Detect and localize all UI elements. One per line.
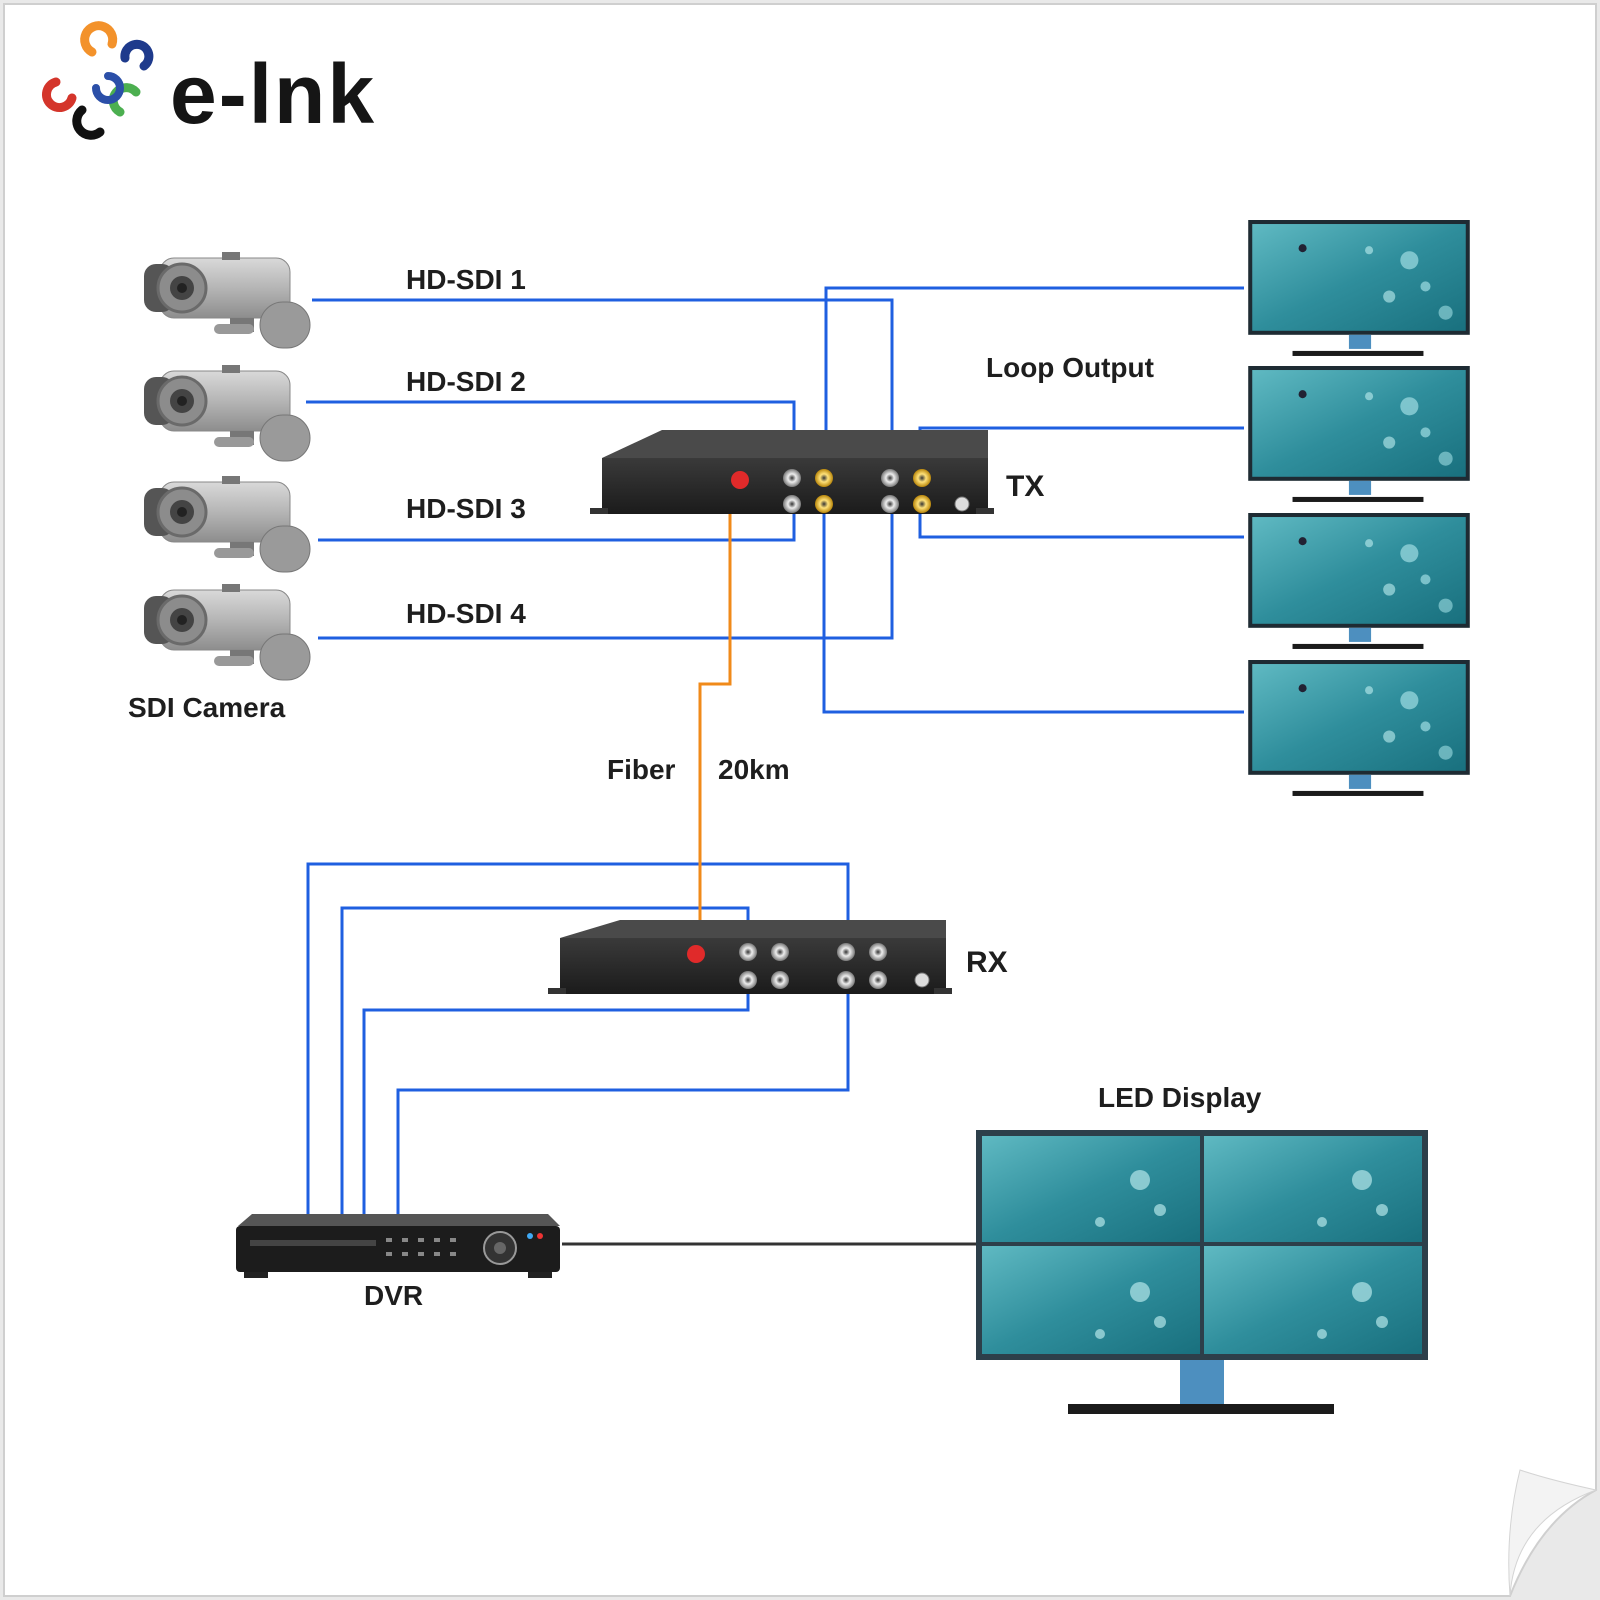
hd-sdi-2-label: HD-SDI 2 xyxy=(406,366,526,397)
fiber-label: Fiber xyxy=(607,754,676,785)
dvr-label: DVR xyxy=(364,1280,424,1311)
sdi-cables xyxy=(306,286,1244,1214)
tx-device xyxy=(590,430,994,514)
fiber-cable xyxy=(698,488,732,940)
led-display-label: LED Display xyxy=(1098,1082,1262,1113)
rx-label: RX xyxy=(966,946,1008,979)
loop-output-label: Loop Output xyxy=(986,352,1154,383)
sdi-camera-label: SDI Camera xyxy=(128,692,286,723)
led-display xyxy=(976,1130,1428,1414)
hd-sdi-3-label: HD-SDI 3 xyxy=(406,493,526,524)
dvr-device xyxy=(236,1214,560,1278)
fiber-distance-label: 20km xyxy=(718,754,790,785)
logo-mark xyxy=(41,21,154,140)
rx-device xyxy=(548,920,952,994)
tx-label: TX xyxy=(1006,470,1045,503)
brand-logo-text: e-lnk xyxy=(170,47,377,141)
hd-sdi-1-label: HD-SDI 1 xyxy=(406,264,526,295)
hd-sdi-4-label: HD-SDI 4 xyxy=(406,598,526,629)
